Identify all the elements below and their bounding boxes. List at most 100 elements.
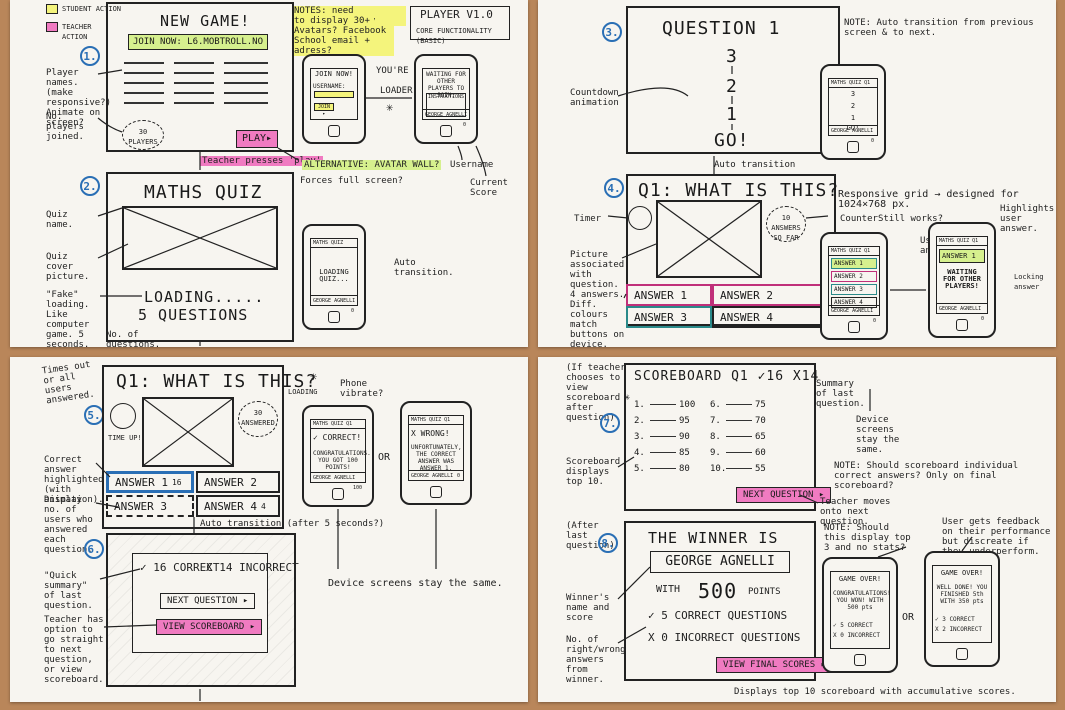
- phone-answer-2-button[interactable]: ANSWER 2: [831, 271, 877, 282]
- scoreboard-screen: [624, 363, 816, 511]
- phone-footer: GEORGE AGNELLI 0: [409, 470, 463, 480]
- score-row: 6.75: [710, 397, 784, 413]
- player-name-line: [174, 92, 214, 94]
- player-name-line: [224, 92, 268, 94]
- phone-username: GEORGE AGNELLI: [313, 475, 356, 481]
- sheet-1-new-game: STUDENT ACTION TEACHER ACTION 1. NEW GAM…: [10, 0, 528, 347]
- correct-count: ✓ 16 CORRECT: [140, 561, 220, 574]
- step-number: 4.: [604, 178, 624, 198]
- phone-footer: GEORGE AGNELLI 0: [423, 109, 469, 128]
- player-name-line: [174, 102, 214, 104]
- score-name-line: [650, 468, 676, 469]
- phone-username: GEORGE AGNELLI: [939, 306, 982, 312]
- device-same-note: Device screens stay the same.: [856, 415, 900, 455]
- phone-footer: GEORGE AGNELLI 0: [937, 303, 987, 322]
- teacher-chooses-note: (If teacher chooses to view scoreboard a…: [566, 363, 626, 423]
- auto-transition-note: Auto transition.: [394, 258, 454, 278]
- four-answers-note: 4 answers. Diff. colours match buttons o…: [570, 290, 625, 347]
- display-no-note: Display no. of users who answered each q…: [44, 495, 93, 555]
- phone-screen: MATHS QUIZ Q1 ANSWER 1 ANSWER 2 ANSWER 3…: [828, 246, 880, 324]
- view-final-scores-button[interactable]: VIEW FINAL SCORES ▸: [716, 657, 833, 673]
- username-input[interactable]: [314, 91, 354, 98]
- score-name-line: [650, 404, 676, 405]
- next-question-button[interactable]: NEXT QUESTION ▸: [160, 593, 256, 609]
- score-name-line: [726, 452, 752, 453]
- score-row: 4.85: [634, 445, 704, 461]
- question-title: QUESTION 1: [662, 18, 781, 39]
- step-number: 5.: [84, 405, 104, 425]
- phone-bar: MATHS QUIZ Q1: [409, 416, 463, 425]
- score-rank: 7.: [710, 416, 721, 426]
- displays-top-note: Displays top 10 scoreboard with accumula…: [734, 687, 1016, 697]
- phone-score: 0: [870, 138, 874, 144]
- answer-4-label: ANSWER 4: [204, 499, 257, 513]
- auto-transition-note: Auto transition (after 5 seconds?): [200, 519, 385, 529]
- play-button[interactable]: PLAY▸: [236, 130, 278, 148]
- next-question-button[interactable]: NEXT QUESTION ▸: [736, 487, 832, 503]
- teacher-presses-note: Teacher presses 'play': [200, 156, 324, 166]
- locking-note: Locking answer: [1014, 273, 1044, 291]
- student-legend-swatch: [46, 4, 58, 14]
- score-rank: 9.: [710, 448, 721, 458]
- loading-quiz-text: LOADING QUIZ...: [319, 268, 349, 283]
- countdown-1: 1: [726, 104, 738, 125]
- loading-phone: MATHS QUIZ LOADING QUIZ... GEORGE AGNELL…: [302, 224, 366, 330]
- phone-answer-3-button[interactable]: ANSWER 3: [831, 284, 877, 295]
- vibrate-note: Phone vibrate?: [340, 379, 384, 399]
- sheet-4-scoreboard: (If teacher chooses to view scoreboard a…: [538, 357, 1056, 702]
- phone-username: GEORGE AGNELLI: [831, 308, 874, 314]
- points-label: POINTS: [748, 587, 781, 597]
- score-rank: 10.: [710, 464, 727, 474]
- score-row: 1.100: [634, 397, 704, 413]
- teacher-legend-label: TEACHER ACTION: [62, 23, 92, 41]
- winner-points: 500: [698, 579, 738, 603]
- phone-correct: ✓ 5 CORRECT: [833, 622, 873, 629]
- score-value: 55: [755, 464, 766, 474]
- phone-correct: ✓ 3 CORRECT: [935, 616, 975, 623]
- score-row: 7.70: [710, 413, 784, 429]
- student-legend-label: STUDENT ACTION: [62, 5, 122, 13]
- phone-answer-1-button[interactable]: ANSWER 1: [831, 258, 877, 269]
- game-over-label: GAME OVER!: [838, 575, 882, 583]
- device-same-note: Device screens stay the same.: [328, 578, 503, 589]
- player-name-line: [124, 72, 164, 74]
- score-value: 100: [679, 400, 696, 410]
- waiting-text: WAITING FOR OTHER PLAYERS!: [943, 268, 981, 290]
- player-version-title: PLAYER V1.0: [420, 8, 493, 21]
- auto-transition-label: Auto transition: [714, 160, 796, 170]
- step-number: 6.: [84, 539, 104, 559]
- phone-screen: MATHS QUIZ Q1 ANSWER 1 WAITING FOR OTHER…: [936, 236, 988, 322]
- step-number: 8.: [598, 533, 618, 553]
- player-version-box: [410, 6, 510, 40]
- right-wrong-note: No. of right/wrong answers from winner.: [566, 635, 626, 685]
- time-up-label: TIME UP!: [108, 434, 142, 442]
- phone-answer-4-button[interactable]: ANSWER 4: [831, 297, 877, 308]
- notes-line-4: School email + adress?: [294, 36, 394, 56]
- incorrect-count: X 14 INCORRECT: [206, 561, 299, 574]
- no-questions-note: No. of questions.: [106, 330, 161, 347]
- step-number: 7.: [600, 413, 620, 433]
- view-scoreboard-button[interactable]: VIEW SCOREBOARD ▸: [156, 619, 263, 635]
- phone-screen: MATHS QUIZ LOADING QUIZ... GEORGE AGNELL…: [310, 238, 358, 314]
- score-name-line: [726, 436, 752, 437]
- phone-footer: GEORGE AGNELLI 0: [829, 305, 879, 324]
- score-name-line: [650, 452, 676, 453]
- timer-note: Timer: [574, 214, 602, 224]
- phone-screen: GAME OVER! CONGRATULATIONS! YOU WON! WIT…: [830, 571, 891, 649]
- or-label: OR: [378, 452, 391, 463]
- image-placeholder-icon: [658, 202, 760, 276]
- score-row: 9.60: [710, 445, 784, 461]
- teacher-moves-note: Teacher moves onto next question.: [820, 497, 891, 527]
- join-button[interactable]: JOIN ▸: [314, 103, 334, 117]
- score-row: 3.90: [634, 429, 704, 445]
- score-rank: 3.: [634, 432, 645, 442]
- phone-score: 0: [462, 122, 466, 128]
- player-name-line: [224, 62, 268, 64]
- players-count-badge: 30 PLAYERS: [122, 120, 164, 150]
- waiting-text: WAITING FOR OTHER PLAYERS TO JOIN.: [426, 71, 466, 99]
- correct-phone: MATHS QUIZ Q1 ✓ CORRECT! CONGRATULATIONS…: [302, 405, 374, 507]
- join-url-banner: JOIN NOW: L6.MOBTROLL.NO: [128, 34, 268, 50]
